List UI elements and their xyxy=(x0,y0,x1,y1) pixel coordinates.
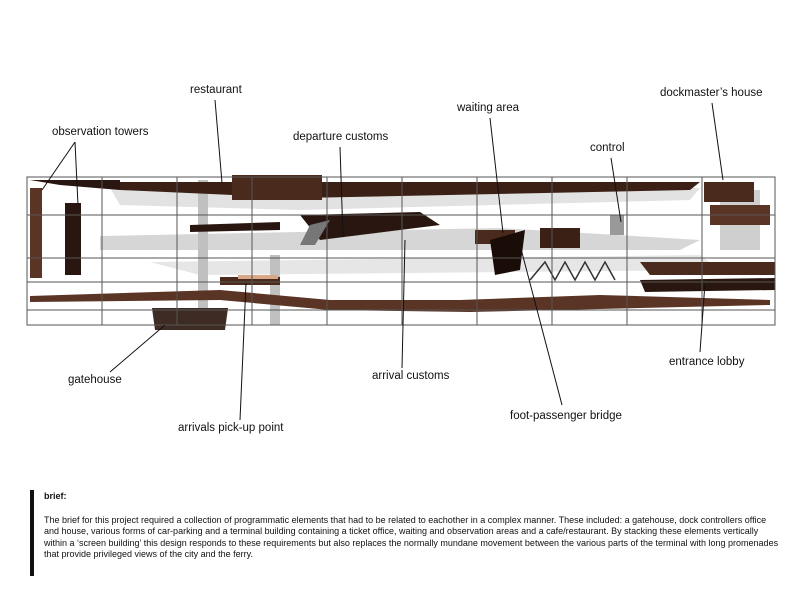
label-entrance-lobby: entrance lobby xyxy=(669,356,745,368)
label-restaurant: restaurant xyxy=(190,84,242,96)
brief-accent-bar xyxy=(30,490,34,576)
structural-grid xyxy=(26,176,776,326)
label-dockmasters-house: dockmaster’s house xyxy=(660,87,763,99)
label-gatehouse: gatehouse xyxy=(68,374,122,386)
label-waiting-area: waiting area xyxy=(457,102,520,114)
label-control: control xyxy=(590,142,625,154)
section-fills xyxy=(30,175,775,330)
brief-title: brief: xyxy=(44,491,67,501)
label-arrival-customs: arrival customs xyxy=(372,370,450,382)
leader-lines xyxy=(41,99,724,421)
label-departure-customs: departure customs xyxy=(293,131,389,143)
label-foot-passenger-bridge: foot-passenger bridge xyxy=(510,410,622,422)
brief-text: The brief for this project required a co… xyxy=(44,515,779,560)
label-observation-towers: observation towers xyxy=(52,126,149,138)
label-arrivals-pickup-point: arrivals pick-up point xyxy=(178,422,284,434)
